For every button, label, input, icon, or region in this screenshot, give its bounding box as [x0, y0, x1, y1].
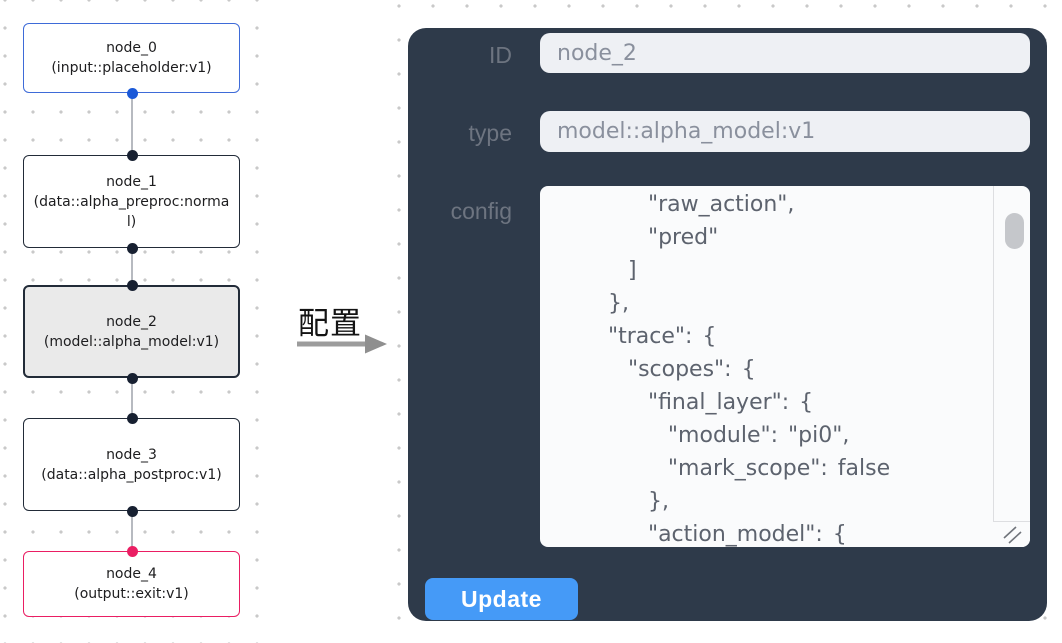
arrow-right-icon [297, 334, 387, 354]
graph-node-node_1[interactable]: node_1 (data::alpha_preproc:normal) [23, 155, 240, 248]
id-input[interactable] [540, 33, 1030, 73]
node-subtitle: (model::alpha_model:v1) [43, 333, 220, 350]
port-in-node_4[interactable] [126, 545, 138, 557]
edge-node_2-node_3 [131, 378, 133, 418]
id-field-label: ID [489, 42, 512, 68]
node-config-panel: ID type config "raw_action", "pred" ] },… [408, 28, 1047, 621]
update-button[interactable]: Update [425, 578, 578, 620]
port-out-node_1[interactable] [126, 242, 138, 254]
type-field-label: type [468, 120, 512, 146]
port-out-node_0[interactable] [126, 87, 138, 99]
node-title: node_2 [106, 313, 157, 330]
pipeline-graph: node_0 (input::placeholder:v1) node_1 (d… [0, 0, 276, 643]
port-out-node_2[interactable] [126, 372, 138, 384]
node-title: node_1 [106, 173, 157, 190]
config-json-text: "raw_action", "pred" ] }, "trace": { "sc… [607, 192, 891, 547]
port-out-node_3[interactable] [126, 505, 138, 517]
annotation-label: 配置 [298, 306, 362, 342]
config-scrollbar-thumb[interactable] [1005, 213, 1024, 249]
node-subtitle: (data::alpha_preproc:normal) [33, 193, 230, 230]
port-in-node_3[interactable] [126, 412, 138, 424]
node-subtitle: (input::placeholder:v1) [51, 60, 212, 76]
node-subtitle: (data::alpha_postproc:v1) [41, 466, 222, 483]
resize-grip-icon [1002, 525, 1022, 544]
node-subtitle: (output::exit:v1) [74, 586, 189, 602]
edge-node_3-node_4 [131, 511, 133, 551]
port-in-node_1[interactable] [126, 149, 138, 161]
port-in-node_2[interactable] [126, 279, 138, 291]
edge-node_1-node_2 [131, 248, 133, 285]
graph-node-node_2-selected[interactable]: node_2 (model::alpha_model:v1) [23, 285, 240, 378]
graph-node-node_3[interactable]: node_3 (data::alpha_postproc:v1) [23, 418, 240, 511]
textarea-resize-handle[interactable] [993, 521, 1030, 547]
config-scrollbar-track[interactable] [993, 186, 1030, 547]
graph-node-node_4[interactable]: node_4 (output::exit:v1) [23, 551, 240, 617]
edge-node_0-node_1 [131, 93, 133, 155]
node-title: node_0 [106, 40, 157, 56]
node-title: node_4 [106, 566, 157, 582]
config-textarea[interactable]: "raw_action", "pred" ] }, "trace": { "sc… [540, 186, 1030, 547]
node-title: node_3 [106, 446, 157, 463]
config-field-label: config [450, 198, 512, 224]
graph-node-node_0[interactable]: node_0 (input::placeholder:v1) [23, 23, 240, 93]
type-input[interactable] [540, 111, 1030, 152]
